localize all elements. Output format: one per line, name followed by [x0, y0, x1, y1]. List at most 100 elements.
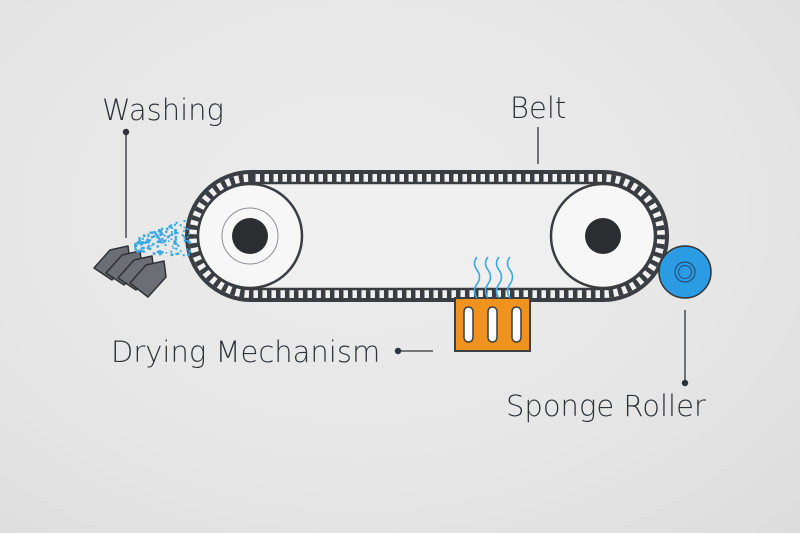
- spray-droplet: [165, 227, 169, 231]
- spray-droplet: [147, 234, 150, 238]
- spray-droplet: [142, 234, 146, 238]
- spray-droplet: [155, 233, 158, 236]
- spray-droplet: [164, 230, 168, 234]
- spray-droplet: [162, 239, 166, 244]
- spray-droplet: [141, 237, 145, 240]
- spray-droplet: [173, 231, 176, 234]
- spray-droplet: [173, 228, 178, 232]
- spray-droplet: [149, 239, 152, 242]
- spray-droplet: [164, 243, 167, 247]
- washing-spray: [133, 219, 192, 257]
- spray-droplet: [156, 245, 160, 248]
- washing-label: Washing: [102, 93, 224, 127]
- spray-droplet: [170, 253, 174, 257]
- spray-droplet: [183, 219, 186, 223]
- spray-droplet: [133, 244, 137, 248]
- spray-droplet: [174, 238, 178, 241]
- spray-droplet: [188, 242, 191, 245]
- spray-droplet: [168, 225, 171, 228]
- nozzle: [129, 260, 167, 298]
- belt-teeth: [189, 174, 665, 298]
- spray-droplet: [170, 230, 174, 234]
- sponge-roller-label: Sponge Roller: [506, 389, 706, 423]
- spray-droplet: [170, 238, 173, 241]
- belt-label: Belt: [510, 91, 566, 125]
- drying-mechanism-label: Drying Mechanism: [111, 335, 380, 369]
- spray-droplet: [159, 230, 162, 234]
- spray-droplet: [183, 226, 186, 229]
- spray-droplet: [147, 244, 151, 247]
- leader-lines: [122, 127, 689, 387]
- spray-droplet: [152, 242, 155, 246]
- spray-droplet: [134, 248, 138, 251]
- spray-droplet: [175, 252, 178, 256]
- spray-droplet: [188, 232, 191, 235]
- spray-droplet: [168, 234, 171, 237]
- drying-mechanism: [454, 256, 531, 352]
- spray-droplet: [134, 246, 137, 249]
- drying-slot: [487, 306, 498, 343]
- spray-droplet: [159, 250, 162, 253]
- spray-droplet: [140, 249, 143, 253]
- spray-droplet: [175, 221, 178, 224]
- spray-droplet: [183, 237, 186, 240]
- spray-droplet: [188, 249, 192, 253]
- spray-droplet: [185, 248, 189, 251]
- left-pulley-axle: [232, 218, 268, 254]
- spray-droplet: [182, 254, 185, 257]
- spray-droplet: [148, 247, 152, 251]
- spray-droplet: [186, 239, 189, 242]
- spray-droplet: [171, 227, 174, 230]
- spray-droplet: [181, 234, 184, 237]
- spray-droplet: [186, 227, 189, 231]
- spray-droplet: [179, 250, 182, 252]
- spray-droplet: [146, 247, 149, 250]
- spray-droplet: [156, 250, 160, 254]
- spray-droplet: [142, 250, 146, 253]
- drying-slot: [511, 306, 522, 343]
- spray-droplet: [160, 227, 164, 231]
- spray-droplet: [158, 252, 162, 256]
- spray-droplet: [179, 224, 182, 227]
- right-pulley-axle: [585, 218, 621, 254]
- spray-droplet: [173, 240, 177, 244]
- drying-slot: [463, 306, 474, 343]
- spray-droplet: [150, 236, 154, 239]
- right-pulley: [549, 182, 657, 290]
- spray-droplet: [167, 240, 170, 243]
- sponge-roller: [658, 245, 712, 299]
- spray-droplet: [171, 245, 174, 248]
- spray-droplet: [140, 246, 144, 250]
- spray-droplet: [151, 244, 153, 247]
- left-pulley: [196, 182, 304, 290]
- spray-droplet: [146, 240, 149, 243]
- spray-droplet: [152, 231, 155, 234]
- spray-droplet: [136, 240, 140, 244]
- heat-waves: [473, 256, 514, 299]
- spray-droplet: [140, 241, 143, 244]
- spray-droplet: [174, 235, 178, 239]
- spray-droplet: [176, 244, 179, 247]
- spray-droplet: [170, 250, 173, 253]
- spray-droplet: [156, 240, 160, 244]
- spray-droplet: [152, 252, 156, 256]
- spray-droplet: [161, 251, 164, 254]
- washing-nozzles: [93, 245, 167, 298]
- spray-droplet: [173, 223, 177, 227]
- spray-droplet: [183, 239, 187, 243]
- spray-droplet: [175, 247, 178, 250]
- spray-droplet: [172, 247, 175, 250]
- spray-droplet: [138, 250, 141, 253]
- spray-droplet: [149, 231, 152, 234]
- spray-droplet: [182, 229, 185, 232]
- spray-droplet: [163, 234, 165, 237]
- spray-droplet: [161, 238, 164, 241]
- spray-droplet: [170, 233, 174, 237]
- spray-droplet: [159, 233, 163, 237]
- spray-droplet: [186, 236, 189, 239]
- spray-droplet: [186, 253, 190, 257]
- spray-droplet: [156, 235, 160, 239]
- belt-assembly: [185, 170, 669, 302]
